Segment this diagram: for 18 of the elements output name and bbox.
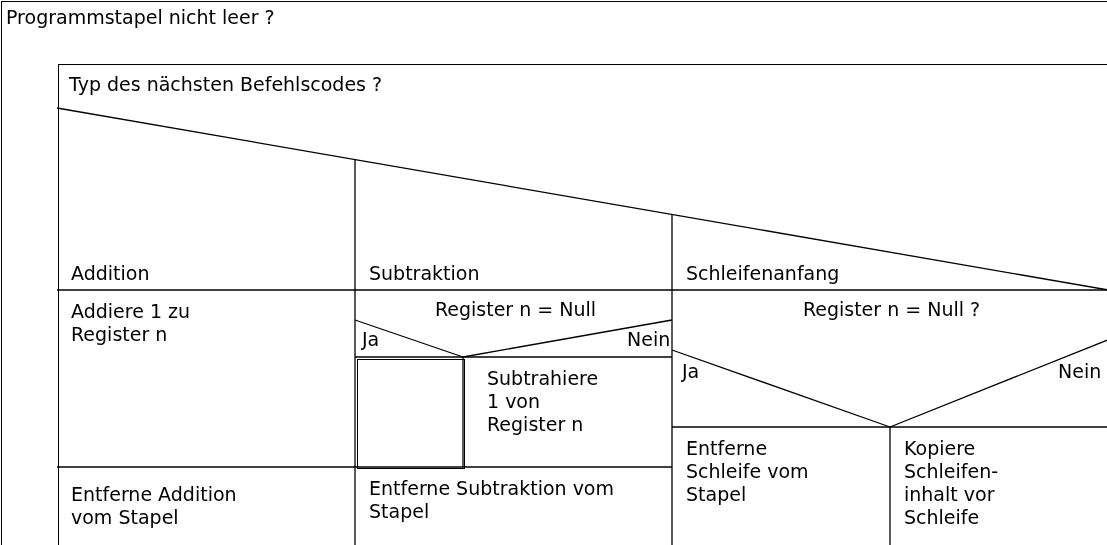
branch-label: Ja xyxy=(682,360,700,383)
statement-text: Entferne Schleife vom Stapel xyxy=(686,437,810,506)
statement-text: Kopiere Schleifen- inhalt vor Schleife xyxy=(904,437,1000,529)
condition-text: Register n = Null xyxy=(433,298,598,321)
statement-text: Entferne Subtraktion vom Stapel xyxy=(369,477,615,523)
statement-text: Addiere 1 zu Register n xyxy=(71,300,192,346)
loop-condition: Programmstapel nicht leer ? xyxy=(6,6,275,29)
statement-text: Subtrahiere 1 von Register n xyxy=(487,367,600,436)
branch-label: Ja xyxy=(362,328,380,351)
branch-label: Nein xyxy=(1058,360,1102,383)
statement-text: Entferne Addition vom Stapel xyxy=(71,483,238,529)
case-label: Addition xyxy=(71,262,150,285)
condition-text: Register n = Null ? xyxy=(801,298,982,321)
empty-statement-box xyxy=(357,359,465,469)
case-label: Subtraktion xyxy=(369,262,480,285)
case-condition: Typ des nächsten Befehlscodes ? xyxy=(69,73,383,96)
case-label: Schleifenanfang xyxy=(686,262,840,285)
branch-label: Nein xyxy=(627,328,671,351)
